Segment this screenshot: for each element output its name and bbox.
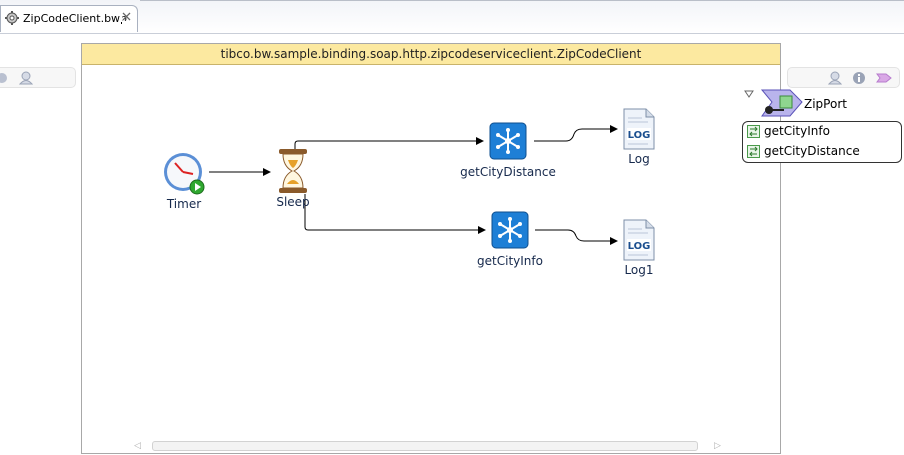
log-icon: LOG — [623, 108, 655, 150]
invoke-icon — [491, 211, 529, 249]
operation-icon — [747, 144, 760, 158]
tab-label: ZipCodeClient.bwp — [23, 12, 128, 25]
port-operations: getCityInfo getCityDistance — [742, 121, 902, 163]
scroll-left-arrow-icon[interactable]: ◁ — [134, 441, 141, 451]
log-icon: LOG — [623, 219, 655, 261]
activity-timer[interactable]: Timer — [158, 152, 210, 211]
activity-getcityinfo[interactable]: getCityInfo — [458, 211, 562, 268]
activity-label: Sleep — [276, 195, 310, 209]
horizontal-scrollbar[interactable]: ◁ ▷ — [134, 441, 721, 452]
tab-bar-border — [140, 0, 904, 1]
svg-text:LOG: LOG — [628, 130, 651, 141]
port-name: ZipPort — [804, 97, 847, 111]
activity-log[interactable]: LOG Log — [618, 108, 660, 166]
partner-icon[interactable] — [828, 71, 844, 85]
gear-icon — [5, 11, 19, 25]
activity-log1[interactable]: LOG Log1 — [618, 219, 660, 277]
operation-label: getCityInfo — [764, 124, 830, 138]
invoke-icon — [489, 122, 527, 160]
timer-icon — [164, 153, 205, 195]
process-title: tibco.bw.sample.binding.soap.http.zipcod… — [82, 44, 780, 65]
palette-dot-icon[interactable] — [0, 71, 9, 85]
process-canvas[interactable]: tibco.bw.sample.binding.soap.http.zipcod… — [81, 43, 781, 454]
editor-tab-bar: ZipCodeClient.bwp — [0, 0, 904, 34]
operation-getcityinfo[interactable]: getCityInfo — [747, 124, 830, 138]
operation-getcitydistance[interactable]: getCityDistance — [747, 144, 860, 158]
scrollbar-track[interactable] — [152, 441, 698, 451]
operation-label: getCityDistance — [764, 144, 860, 158]
partner-port[interactable]: ZipPort getCityInfo getCityDistance — [742, 86, 902, 163]
activity-label: getCityInfo — [477, 254, 543, 268]
activity-label: getCityDistance — [460, 165, 556, 179]
operation-icon — [747, 124, 760, 138]
close-icon[interactable] — [121, 11, 132, 22]
partner-icon[interactable] — [19, 71, 35, 85]
activity-label: Timer — [166, 197, 202, 211]
collapse-triangle-icon[interactable] — [744, 90, 754, 98]
transition-sleep-info — [304, 194, 486, 234]
port-icon — [760, 89, 803, 117]
transitions — [209, 125, 618, 245]
activity-getcitydistance[interactable]: getCityDistance — [455, 122, 561, 179]
activity-sleep[interactable]: Sleep — [270, 148, 316, 209]
tag-icon[interactable] — [876, 71, 892, 85]
hourglass-icon — [279, 149, 307, 193]
svg-text:LOG: LOG — [628, 241, 651, 252]
left-palette-toolbar — [0, 67, 76, 88]
activity-label: Log1 — [624, 263, 654, 277]
transition-info-log1 — [535, 229, 618, 245]
transition-sleep-distance — [294, 137, 484, 155]
right-palette-toolbar — [787, 67, 900, 88]
info-icon[interactable] — [852, 71, 866, 85]
activity-label: Log — [628, 152, 650, 166]
scroll-right-arrow-icon[interactable]: ▷ — [714, 441, 721, 451]
tab-zipcodeclient[interactable]: ZipCodeClient.bwp — [0, 5, 138, 32]
transition-distance-log — [534, 125, 618, 142]
